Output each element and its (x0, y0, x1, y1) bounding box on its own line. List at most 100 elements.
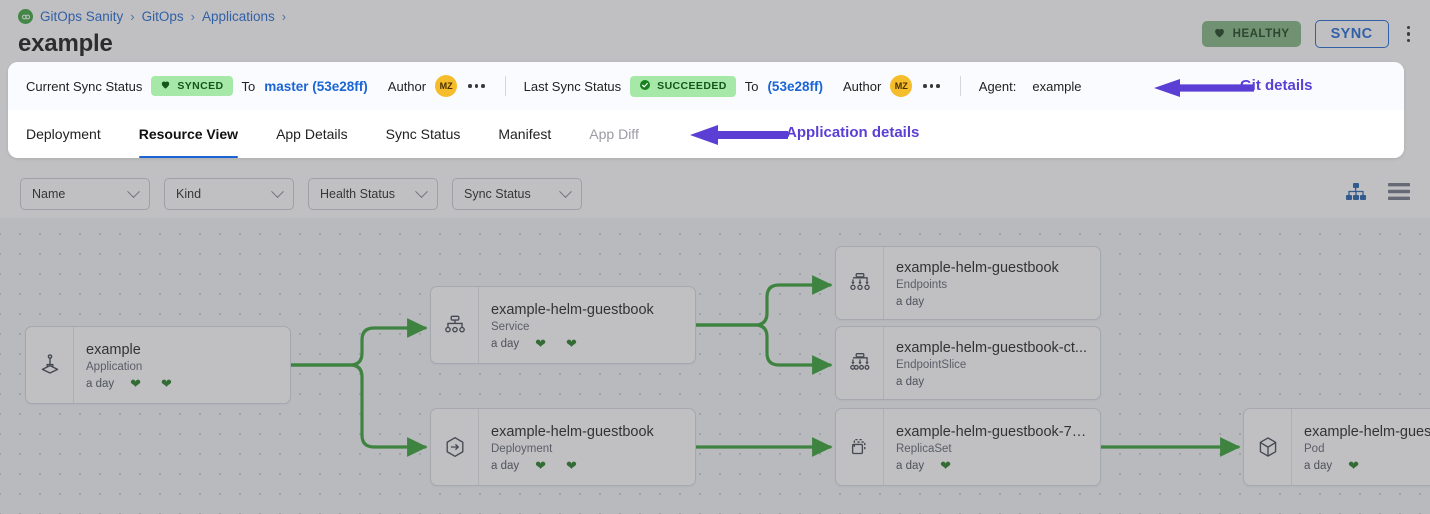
node-kind: EndpointSlice (896, 359, 967, 372)
heart-icon: ❤ (130, 376, 142, 392)
node-meta: a day ❤ (1304, 459, 1430, 472)
check-circle-icon (639, 79, 651, 94)
tab-sync-status[interactable]: Sync Status (367, 110, 480, 158)
current-revision-link[interactable]: master (53e28ff) (264, 78, 368, 94)
node-title: example-helm-guestbook-ct... (896, 340, 1087, 357)
node-kind: Deployment (491, 442, 553, 455)
breadcrumb: GitOps Sanity › GitOps › Applications › (18, 9, 286, 24)
endpoints-icon (836, 247, 884, 319)
last-sync-status-label: Last Sync Status (523, 78, 622, 94)
view-mode-toggles (1346, 182, 1410, 206)
last-sync-status-group: Last Sync Status SUCCEEDED To (53e28ff) … (524, 75, 942, 97)
tab-app-details-label: App Details (276, 126, 348, 142)
list-view-icon[interactable] (1388, 183, 1410, 205)
node-title: example (86, 341, 141, 358)
breadcrumb-item-0[interactable]: GitOps Sanity (40, 9, 124, 24)
application-details-annotation-label: Application details (786, 124, 920, 141)
gitops-logo-icon (18, 9, 33, 24)
node-meta: a day ❤ ❤ (491, 459, 654, 472)
tab-resource-view-label: Resource View (138, 126, 239, 142)
tree-view-icon[interactable] (1346, 182, 1366, 206)
tab-resource-view[interactable]: Resource View (120, 110, 257, 158)
sync-status-bar: Current Sync Status SYNCED To master (53… (8, 62, 1404, 110)
graph-edges (289, 275, 1241, 457)
heart-icon: ❤ (566, 336, 577, 352)
git-details-annotation-label: Git details (1240, 77, 1313, 94)
node-age: a day (896, 459, 925, 472)
node-body: example-helm-guestbook Endpoints a day (884, 247, 1069, 319)
filter-kind[interactable]: Kind (164, 178, 294, 210)
node-meta: a day ❤ (896, 459, 1090, 472)
node-age: a day (1304, 459, 1333, 472)
filter-health-status[interactable]: Health Status (308, 178, 438, 210)
tab-deployment[interactable]: Deployment (26, 110, 120, 158)
node-age: a day (896, 375, 925, 388)
graph-node-endpointslice[interactable]: example-helm-guestbook-ct... EndpointSli… (835, 326, 1101, 400)
kebab-menu-icon[interactable] (1403, 22, 1415, 47)
deployment-icon (431, 409, 479, 485)
node-body: example-helm-guestbook Service a day ❤ ❤ (479, 287, 664, 363)
tab-deployment-label: Deployment (26, 126, 101, 142)
heart-icon: ❤ (566, 458, 577, 474)
pod-icon (1244, 409, 1292, 485)
graph-node-pod[interactable]: example-helm-guestbook Pod a day ❤ (1243, 408, 1430, 486)
resource-tree-graph[interactable]: example Application a day ❤ ❤ (0, 218, 1430, 514)
node-status-icons: ❤ ❤ (535, 459, 577, 472)
tabs-bar: Deployment Resource View App Details Syn… (8, 110, 1404, 158)
avatar[interactable]: MZ (435, 75, 458, 97)
breadcrumb-separator: › (130, 9, 135, 24)
last-sync-ellipsis-icon[interactable] (921, 80, 942, 92)
current-sync-ellipsis-icon[interactable] (466, 80, 487, 92)
chevron-down-icon (127, 184, 140, 198)
node-body: example-helm-guestbook Pod a day ❤ (1292, 409, 1430, 485)
node-body: example-helm-guestbook Deployment a day … (479, 409, 664, 485)
current-author-label: Author (387, 78, 427, 94)
node-status-icons: ❤ ❤ (535, 337, 577, 350)
node-title: example-helm-guestbook (896, 260, 1059, 277)
breadcrumb-item-2[interactable]: Applications (201, 9, 275, 24)
last-revision-link[interactable]: (53e28ff) (767, 78, 823, 94)
node-kind: Service (491, 320, 530, 333)
tab-app-diff[interactable]: App Diff (570, 110, 658, 158)
graph-node-service[interactable]: example-helm-guestbook Service a day ❤ ❤ (430, 286, 696, 364)
header-actions: HEALTHY SYNC (1201, 20, 1415, 48)
breadcrumb-separator: › (190, 9, 195, 24)
graph-node-deployment[interactable]: example-helm-guestbook Deployment a day … (430, 408, 696, 486)
tab-manifest-label: Manifest (498, 126, 552, 142)
sync-button[interactable]: SYNC (1314, 20, 1389, 48)
node-body: example-helm-guestbook-ct... EndpointSli… (884, 327, 1097, 399)
tab-manifest[interactable]: Manifest (479, 110, 570, 158)
node-kind: Application (86, 360, 143, 373)
node-title: example-helm-guestbook (491, 423, 654, 440)
node-kind: Endpoints (896, 279, 948, 292)
filter-kind-label: Kind (176, 187, 202, 201)
resource-filter-toolbar: Name Kind Health Status Sync Status (0, 170, 1430, 218)
heart-icon: ❤ (535, 336, 547, 352)
filter-name-label: Name (32, 187, 66, 201)
divider (504, 76, 506, 96)
graph-node-application[interactable]: example Application a day ❤ ❤ (25, 326, 291, 404)
filter-name[interactable]: Name (20, 178, 150, 210)
chevron-down-icon (271, 184, 284, 198)
node-meta: a day ❤ ❤ (86, 377, 172, 390)
divider (959, 76, 961, 96)
last-author-label: Author (842, 78, 882, 94)
node-kind: Pod (1304, 442, 1325, 455)
last-sync-status-badge-label: SUCCEEDED (657, 80, 727, 92)
heart-icon: ❤ (1348, 458, 1360, 474)
node-title: example-helm-guestbook (491, 301, 654, 318)
graph-node-endpoints[interactable]: example-helm-guestbook Endpoints a day (835, 246, 1101, 320)
current-sync-status-badge-label: SYNCED (177, 80, 224, 92)
node-body: example Application a day ❤ ❤ (74, 327, 182, 403)
node-age: a day (896, 295, 925, 308)
health-status-badge: HEALTHY (1201, 21, 1301, 47)
breadcrumb-item-1[interactable]: GitOps (141, 9, 184, 24)
current-to-label: To (241, 78, 256, 94)
avatar[interactable]: MZ (890, 75, 913, 97)
graph-node-replicaset[interactable]: example-helm-guestbook-74... ReplicaSet … (835, 408, 1101, 486)
filter-sync-status[interactable]: Sync Status (452, 178, 582, 210)
agent-group: Agent: example (979, 79, 1082, 94)
tab-app-details[interactable]: App Details (257, 110, 367, 158)
endpointslice-icon (836, 327, 884, 399)
application-icon (26, 327, 74, 403)
